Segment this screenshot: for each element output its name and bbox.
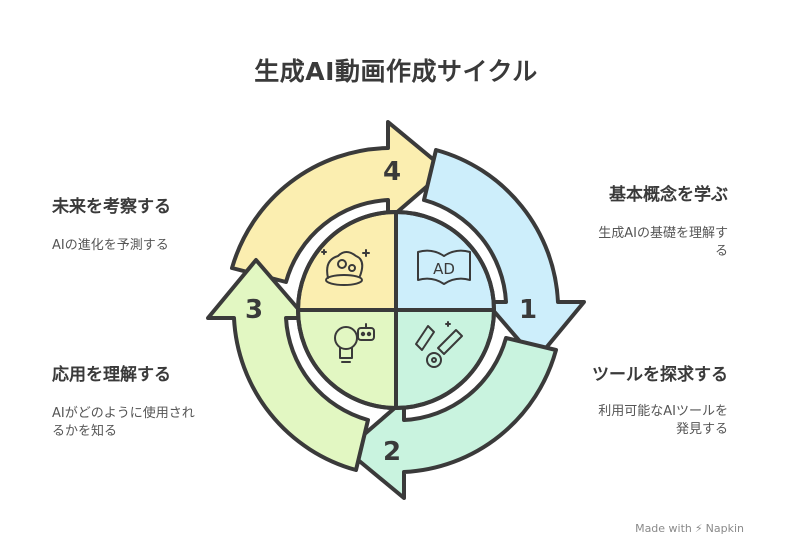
crystal-ball-icon — [321, 249, 370, 286]
step-2-block: ツールを探求する 利用可能なAIツールを発見する — [548, 363, 728, 439]
page-title: 生成AI動画作成サイクル — [254, 57, 538, 86]
step-3-description: AIがどのように使用されるかを知る — [52, 406, 195, 439]
napkin-logo-icon: ⚡ — [694, 522, 703, 535]
cycle-arrow-3 — [206, 258, 370, 472]
cycle-arrow-4 — [230, 120, 448, 284]
step-number-1: 1 — [519, 295, 537, 325]
step-1-description: 生成AIの基礎を理解する — [598, 226, 728, 259]
step-number-2: 2 — [383, 437, 401, 467]
watermark-prefix: Made with — [635, 522, 692, 535]
step-4-description: AIの進化を予測する — [52, 238, 169, 253]
ad-book-icon: AD — [417, 249, 471, 285]
step-1-title: 基本概念を学ぶ — [609, 185, 728, 205]
step-2-description: 利用可能なAIツールを発見する — [598, 404, 728, 437]
cycle-diagram: 4 1 2 3 AD — [206, 120, 586, 500]
robot-lightbulb-icon — [334, 323, 375, 363]
cycle-arrow-2 — [344, 336, 558, 500]
tools-icon — [415, 321, 463, 368]
watermark-brand: Napkin — [705, 522, 744, 535]
step-4-block: 未来を考察する AIの進化を予測する — [52, 195, 232, 255]
watermark: Made with⚡Napkin — [635, 522, 744, 535]
step-3-block: 応用を理解する AIがどのように使用されるかを知る — [52, 363, 232, 441]
step-number-3: 3 — [245, 295, 263, 325]
ad-label: AD — [433, 260, 455, 278]
step-3-title: 応用を理解する — [52, 365, 171, 385]
step-4-title: 未来を考察する — [52, 197, 171, 217]
cycle-arrow-1 — [422, 148, 586, 362]
step-1-block: 基本概念を学ぶ 生成AIの基礎を理解する — [548, 183, 728, 261]
step-2-title: ツールを探求する — [592, 365, 728, 385]
step-number-4: 4 — [383, 157, 401, 187]
